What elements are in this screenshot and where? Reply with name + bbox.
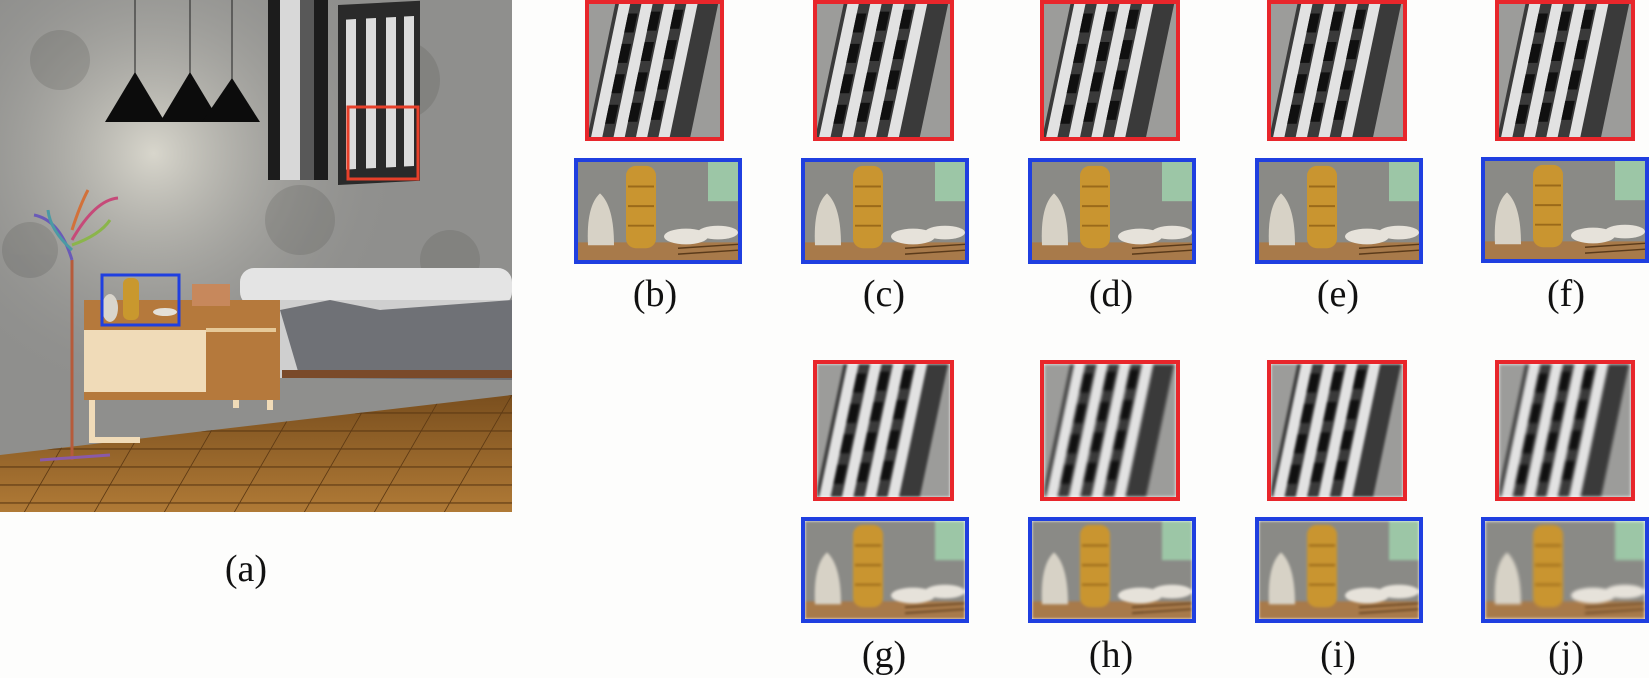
crop-f-building — [1495, 0, 1635, 141]
crop-f-vases — [1481, 157, 1649, 263]
caption-i: (i) — [1320, 634, 1356, 676]
crop-i-vases — [1255, 517, 1423, 623]
crop-h-vases — [1028, 517, 1196, 623]
caption-d: (d) — [1088, 273, 1134, 315]
crop-b-building — [585, 0, 724, 141]
crop-c-vases — [801, 158, 969, 264]
crop-d-building — [1040, 0, 1180, 141]
crop-g-building — [813, 360, 954, 501]
caption-j: (j) — [1548, 634, 1584, 676]
caption-b: (b) — [632, 273, 678, 315]
caption-a: (a) — [224, 548, 268, 590]
caption-g: (g) — [861, 634, 907, 676]
caption-f: (f) — [1547, 273, 1585, 315]
crop-b-vases — [574, 158, 742, 264]
caption-h: (h) — [1088, 634, 1134, 676]
crop-c-building — [813, 0, 954, 141]
crop-i-building — [1267, 360, 1407, 501]
crop-j-building — [1495, 360, 1635, 501]
crop-h-building — [1040, 360, 1180, 501]
crop-e-vases — [1255, 158, 1423, 264]
caption-e: (e) — [1316, 273, 1360, 315]
crop-j-vases — [1481, 517, 1649, 623]
crop-g-vases — [801, 517, 969, 623]
crop-e-building — [1267, 0, 1407, 141]
caption-c: (c) — [862, 273, 906, 315]
crop-d-vases — [1028, 158, 1196, 264]
main-scene-image — [0, 0, 512, 512]
